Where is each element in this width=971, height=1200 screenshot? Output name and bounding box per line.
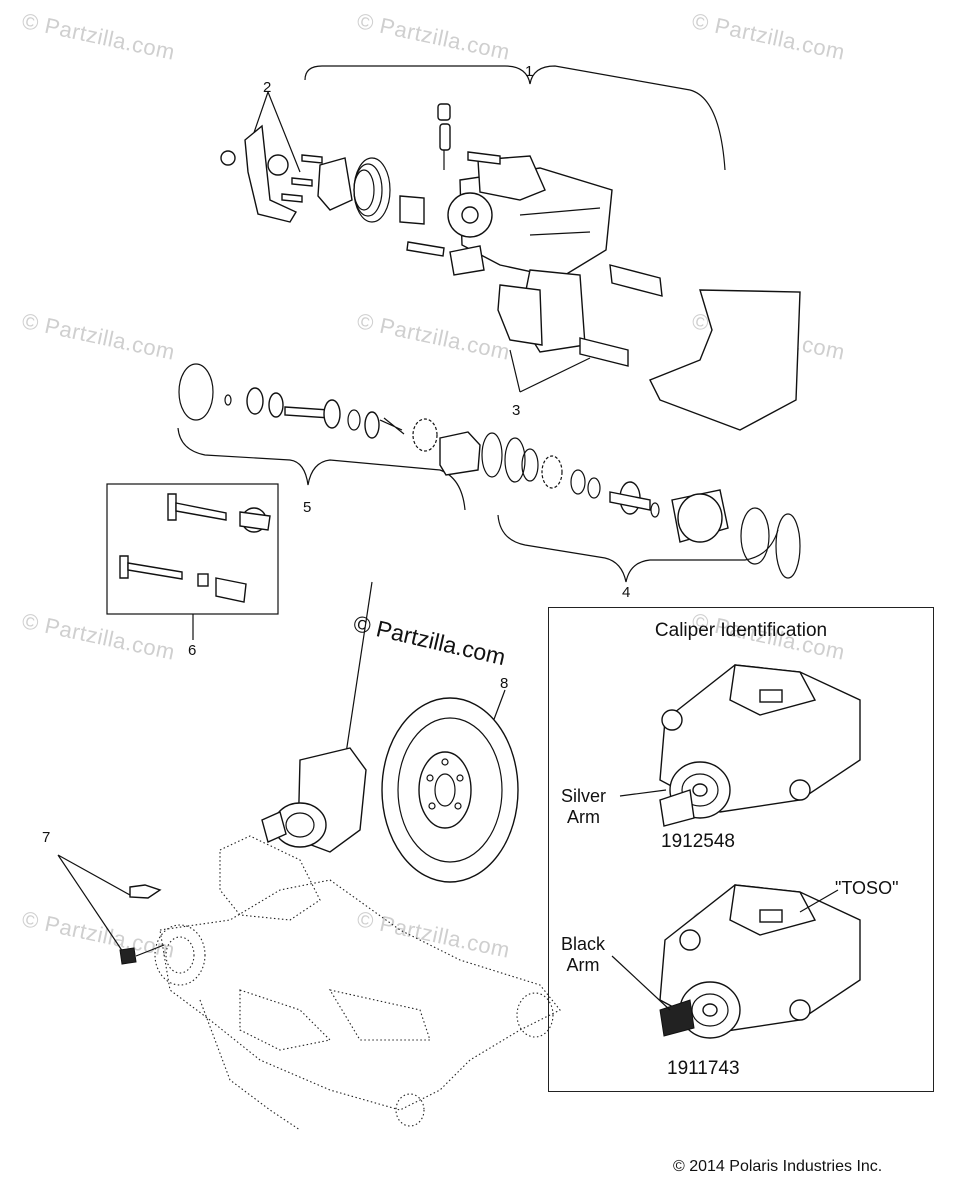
- box-6: [106, 483, 279, 615]
- leader-7: [57, 854, 131, 956]
- bracket-1: [304, 65, 726, 171]
- sleeve: [399, 195, 425, 225]
- callout-2: 2: [263, 79, 272, 96]
- caliper-identification-box: Caliper Identification Silver Arm 191254…: [548, 607, 934, 1092]
- caliper-body: [447, 155, 613, 279]
- toso-label: "TOSO": [835, 878, 899, 898]
- black-arm-label: Black Arm: [561, 934, 606, 975]
- mounting-bolts: [119, 884, 165, 965]
- caliper-black-arm-illustration: [611, 884, 861, 1039]
- callout-1: 1: [525, 63, 534, 80]
- caliper-silver-arm-illustration: [619, 664, 861, 827]
- leader-caliper: [344, 581, 373, 761]
- caliper-identification-title: Caliper Identification: [654, 620, 828, 641]
- bleeder-screws: [437, 103, 451, 170]
- pad-clip: [609, 264, 663, 297]
- caliper-piston-parts: [481, 432, 801, 579]
- caliper-bracket: [649, 289, 801, 431]
- black-arm-part-number: 1911743: [667, 1058, 740, 1079]
- return-spring: [353, 157, 391, 223]
- callout-5: 5: [303, 499, 312, 516]
- copyright: © 2014 Polaris Industries Inc.: [673, 1158, 883, 1175]
- slide-pins: [119, 493, 271, 603]
- leader-3: [509, 349, 591, 393]
- pad-clip: [579, 337, 629, 367]
- silver-arm-label: Silver Arm: [561, 786, 607, 827]
- bracket-5: [177, 427, 466, 511]
- bracket-4: [497, 514, 779, 583]
- callout-8: 8: [500, 675, 509, 692]
- trailing-arm: [154, 835, 561, 1131]
- callout-7: 7: [42, 829, 51, 846]
- mounted-caliper: [261, 747, 367, 853]
- callout-3: 3: [512, 402, 521, 419]
- parking-lever: [220, 124, 353, 223]
- brake-rotor: [381, 697, 519, 883]
- callout-6: 6: [188, 642, 197, 659]
- parking-piston-parts: [178, 363, 481, 476]
- bolt: [467, 151, 501, 165]
- callout-4: 4: [622, 584, 631, 601]
- brake-pads: [497, 269, 586, 353]
- bolt: [406, 241, 445, 257]
- silver-arm-part-number: 1912548: [661, 831, 735, 852]
